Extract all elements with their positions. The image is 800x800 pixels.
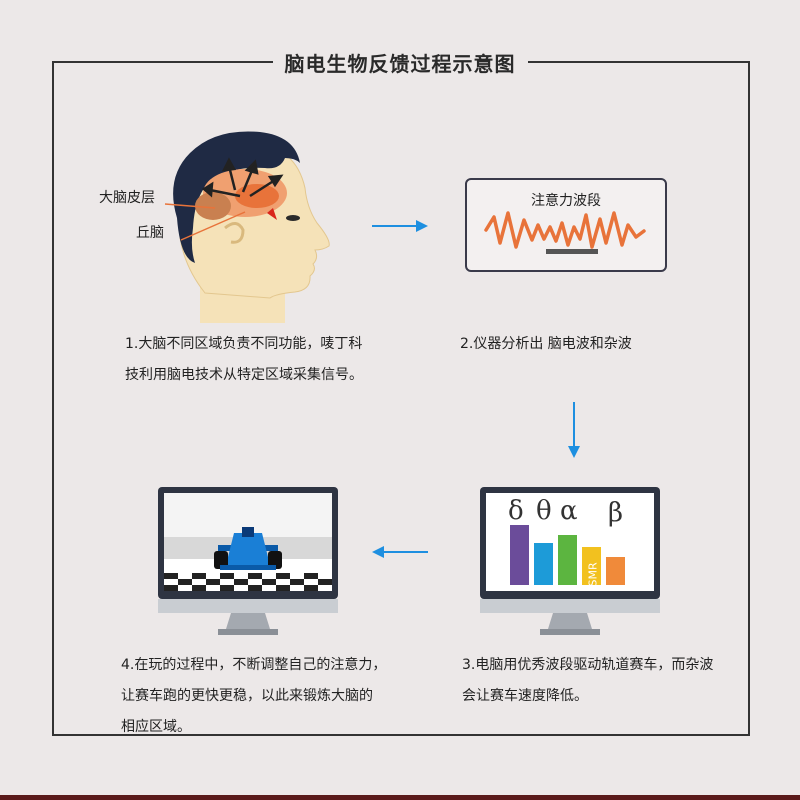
bar-smr (582, 547, 601, 585)
attention-wave (484, 211, 646, 249)
signal-arrows (201, 157, 284, 198)
monitor-neck-left (226, 613, 270, 629)
diagram-title: 脑电生物反馈过程示意图 (272, 52, 528, 76)
bar-alpha (558, 535, 577, 585)
monitor-chin-left (158, 599, 338, 613)
instrument-panel (465, 178, 667, 272)
monitor-racing (158, 487, 338, 635)
eye-shape (286, 215, 300, 221)
step4-caption: 4.在玩的过程中，不断调整自己的注意力， 让赛车跑的更快更稳，以此来锻炼大脑的 … (121, 650, 386, 743)
step4-line3: 相应区域。 (121, 719, 191, 735)
step3-line2: 会让赛车速度降低。 (462, 688, 588, 704)
step2-caption: 2.仪器分析出 脑电波和杂波 (460, 329, 632, 360)
baseline-bar (546, 249, 598, 254)
monitor-base-left (218, 629, 278, 635)
wave-label: 注意力波段 (531, 193, 601, 209)
wave-graphic (484, 211, 646, 254)
arrow-right-icon (372, 220, 428, 232)
arrow-down-icon (568, 402, 580, 458)
head-illustration (164, 131, 330, 323)
bar-delta (510, 525, 529, 585)
ear-shape (224, 222, 245, 244)
bar-theta (534, 543, 553, 585)
title-container: 脑电生物反馈过程示意图 (0, 48, 800, 77)
label-thalamus: 丘脑 (136, 225, 164, 241)
monitor-base-right (540, 629, 600, 635)
race-car (214, 527, 282, 570)
step3-line1: 3.电脑用优秀波段驱动轨道赛车，而杂波 (462, 657, 714, 673)
arrow-left-icon (372, 546, 428, 558)
bottom-stripe (0, 795, 800, 800)
monitor-chin-right (480, 599, 660, 613)
cortex-lobe-shape (195, 192, 231, 220)
step4-line1: 4.在玩的过程中，不断调整自己的注意力， (121, 657, 387, 673)
step2-line1: 2.仪器分析出 脑电波和杂波 (460, 336, 632, 352)
hair-shape (173, 131, 300, 263)
red-arrow (267, 208, 277, 220)
band-label-delta: δ (508, 496, 524, 526)
cortex-pointer (164, 203, 216, 209)
step3-caption: 3.电脑用优秀波段驱动轨道赛车，而杂波 会让赛车速度降低。 (462, 650, 713, 712)
band-label-alpha: α (560, 496, 578, 526)
band-label-smr: SMR (586, 562, 600, 587)
thalamus-shape (235, 184, 279, 208)
band-label-beta: β (608, 498, 624, 528)
bar-beta (606, 557, 625, 585)
band-label-theta: θ (536, 496, 552, 526)
checker-floor (164, 573, 332, 591)
label-cortex: 大脑皮层 (99, 190, 155, 206)
thalamus-pointer (180, 211, 246, 241)
step1-line1: 1.大脑不同区域负责不同功能，唛丁科 (125, 336, 363, 352)
monitor-bands (480, 487, 660, 635)
step1-line2: 技利用脑电技术从特定区域采集信号。 (125, 367, 363, 383)
step1-caption: 1.大脑不同区域负责不同功能，唛丁科 技利用脑电技术从特定区域采集信号。 (125, 329, 363, 391)
monitor-neck-right (548, 613, 592, 629)
step4-line2: 让赛车跑的更快更稳，以此来锻炼大脑的 (121, 688, 373, 704)
